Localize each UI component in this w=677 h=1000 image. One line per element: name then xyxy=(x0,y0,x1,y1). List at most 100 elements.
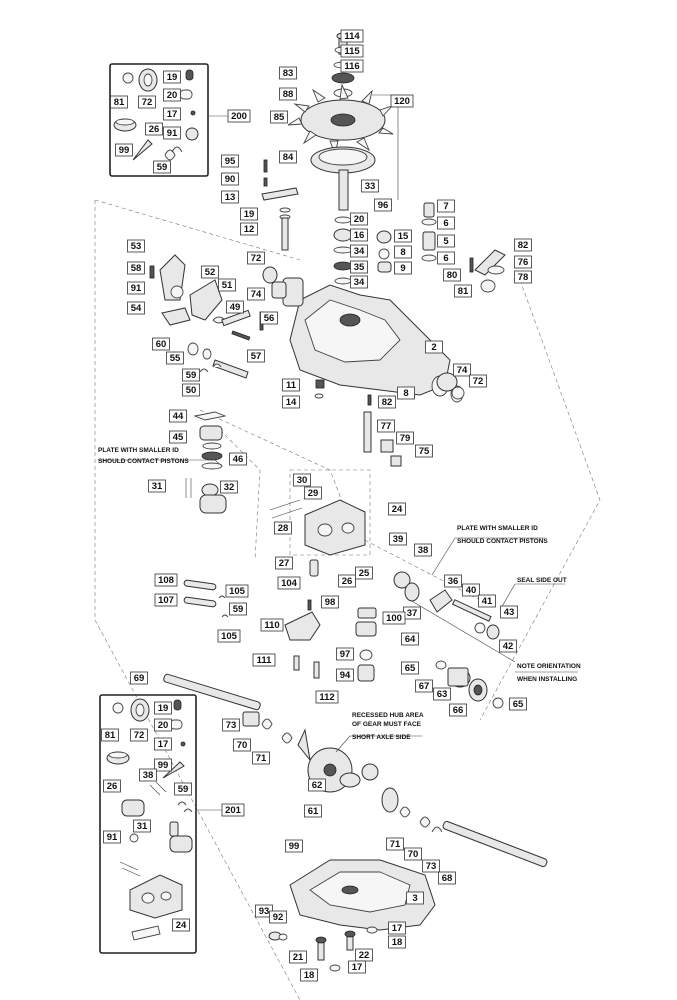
callout-number: 8 xyxy=(403,388,408,399)
callout-number: 110 xyxy=(264,620,279,631)
callout-number: 34 xyxy=(354,277,365,288)
callout-number: 35 xyxy=(354,262,365,273)
callout-99: 99 xyxy=(285,839,303,853)
callout-32: 32 xyxy=(220,480,238,494)
callout-number: 61 xyxy=(308,806,319,817)
plate-note-right-line1: PLATE WITH SMALLER ID xyxy=(457,525,538,532)
callout-number: 5 xyxy=(443,236,449,247)
callout-116: 116 xyxy=(340,59,364,73)
seal-side-note: SEAL SIDE OUT xyxy=(517,577,567,584)
callout-7: 7 xyxy=(437,199,455,213)
callout-6-b: 6 xyxy=(437,251,455,265)
seal-side-note-text: SEAL SIDE OUT xyxy=(517,577,567,584)
orientation-note-line2: WHEN INSTALLING xyxy=(517,676,577,683)
callout-75: 75 xyxy=(415,444,433,458)
callout-number: 39 xyxy=(393,534,404,545)
callout-number: 60 xyxy=(156,339,167,350)
callout-39: 39 xyxy=(389,532,407,546)
callout-number: 25 xyxy=(359,568,370,579)
callout-number: 114 xyxy=(344,31,360,42)
cooling-fan xyxy=(287,83,394,156)
callout-62: 62 xyxy=(308,778,326,792)
callout-number: 12 xyxy=(244,224,255,235)
callout-105: 105 xyxy=(225,584,249,598)
callout-number: 66 xyxy=(453,705,464,716)
callout-36: 36 xyxy=(444,574,462,588)
callout-74: 74 xyxy=(247,287,265,301)
callout-37: 37 xyxy=(403,606,421,620)
callout-30: 30 xyxy=(293,473,311,487)
callout-number: 76 xyxy=(518,257,529,268)
kit2-callout-19: 19 xyxy=(154,701,172,715)
callout-number: 17 xyxy=(352,962,363,973)
plate-note-right-line2: SHOULD CONTACT PISTONS xyxy=(457,538,548,545)
callout-78: 78 xyxy=(514,270,532,284)
callout-number: 91 xyxy=(131,283,142,294)
callout-3: 3 xyxy=(406,891,424,905)
kit-200-group xyxy=(109,63,232,177)
callout-number: 95 xyxy=(225,156,236,167)
plate-note-left-line2: SHOULD CONTACT PISTONS xyxy=(98,458,189,465)
callout-50: 50 xyxy=(182,383,200,397)
kit1-callout-91: 91 xyxy=(163,126,181,140)
callout-13: 13 xyxy=(221,190,239,204)
callout-number: 67 xyxy=(419,681,430,692)
kit2-callout-38: 38 xyxy=(139,768,157,782)
misc-right-parts xyxy=(314,372,465,467)
callout-number: 70 xyxy=(237,740,248,751)
callout-9: 9 xyxy=(394,261,412,275)
callout-44: 44 xyxy=(169,409,187,423)
callout-120: 120 xyxy=(390,94,414,108)
callout-25: 25 xyxy=(355,566,373,580)
callout-number: 98 xyxy=(325,597,336,608)
callout-number: 19 xyxy=(167,72,178,83)
callout-45: 45 xyxy=(169,430,187,444)
callout-64: 64 xyxy=(401,632,419,646)
motor-section-parts xyxy=(393,571,516,663)
callout-number: 56 xyxy=(264,313,275,324)
callout-74-b: 74 xyxy=(453,363,471,377)
callout-59: 59 xyxy=(182,368,200,382)
callout-17: 17 xyxy=(388,921,406,935)
kit1-callout-26: 26 xyxy=(145,122,163,136)
callout-79: 79 xyxy=(396,431,414,445)
callout-26: 26 xyxy=(338,574,356,588)
kit2-callout-17: 17 xyxy=(154,737,172,751)
callout-number: 81 xyxy=(105,730,116,741)
callout-8-b: 8 xyxy=(397,386,415,400)
callout-73-b: 73 xyxy=(422,859,440,873)
callout-number: 52 xyxy=(205,267,216,278)
callout-number: 99 xyxy=(289,841,300,852)
callout-28: 28 xyxy=(274,521,292,535)
callout-59-b: 59 xyxy=(229,602,247,616)
callout-number: 72 xyxy=(142,97,153,108)
callout-number: 65 xyxy=(405,663,416,674)
callout-34: 34 xyxy=(350,244,368,258)
callout-number: 41 xyxy=(482,596,493,607)
callout-number: 7 xyxy=(443,201,448,212)
callout-number: 107 xyxy=(158,595,174,606)
callout-number: 59 xyxy=(186,370,197,381)
callout-number: 69 xyxy=(134,673,145,684)
callout-number: 34 xyxy=(354,246,365,257)
callout-number: 26 xyxy=(342,576,353,587)
callout-49: 49 xyxy=(226,300,244,314)
callout-number: 94 xyxy=(340,670,351,681)
callout-number: 36 xyxy=(448,576,459,587)
kit1-callout-99: 99 xyxy=(115,143,133,157)
callout-31: 31 xyxy=(148,479,166,493)
callout-84: 84 xyxy=(279,150,297,164)
callout-82-b: 82 xyxy=(378,395,396,409)
callout-110: 110 xyxy=(260,618,284,632)
callout-22: 22 xyxy=(355,948,373,962)
callout-number: 112 xyxy=(319,692,334,703)
callout-number: 97 xyxy=(340,649,351,660)
callout-5: 5 xyxy=(437,234,455,248)
callout-52: 52 xyxy=(201,265,219,279)
callout-number: 40 xyxy=(466,585,477,596)
kit2-callout-59: 59 xyxy=(174,782,192,796)
kit2-callout-72: 72 xyxy=(130,728,148,742)
callout-number: 17 xyxy=(167,109,178,120)
callout-100: 100 xyxy=(382,611,406,625)
callout-72: 72 xyxy=(247,251,265,265)
